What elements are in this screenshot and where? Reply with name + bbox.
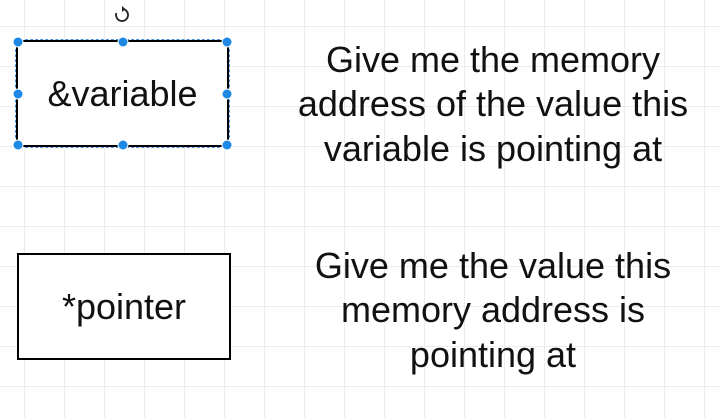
description-line: address of the value this (297, 83, 689, 125)
resize-handle-top-right[interactable] (221, 36, 233, 48)
variable-label: &variable (47, 72, 198, 114)
resize-handle-top-left[interactable] (12, 36, 24, 48)
pointer-description[interactable]: Give me the value this memory address is… (265, 244, 721, 377)
pointer-box[interactable]: *pointer (17, 253, 231, 360)
description-line: variable is pointing at (323, 127, 663, 169)
description-line: Give me the memory (325, 39, 661, 80)
description-line: Give me the value this (314, 245, 672, 286)
resize-handle-bottom[interactable] (117, 139, 128, 151)
resize-handle-bottom-left[interactable] (12, 139, 24, 151)
resize-handle-left[interactable] (12, 88, 24, 99)
variable-box[interactable]: &variable (12, 36, 233, 151)
rotate-icon[interactable] (112, 5, 132, 25)
variable-description[interactable]: Give me the memory address of the value … (265, 38, 721, 171)
resize-handle-top[interactable] (117, 36, 128, 48)
pointer-label: *pointer (61, 285, 187, 327)
description-line: pointing at (409, 333, 577, 375)
description-line: memory address is (340, 289, 646, 331)
resize-handle-bottom-right[interactable] (221, 139, 233, 151)
resize-handle-right[interactable] (221, 88, 233, 99)
